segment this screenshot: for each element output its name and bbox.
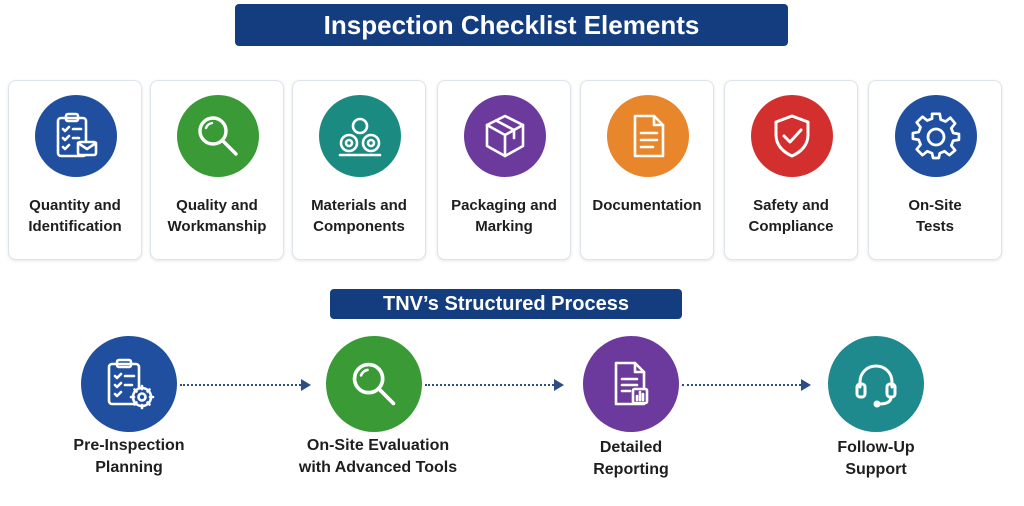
checklist-card-safety: Safety and Compliance xyxy=(724,80,858,260)
checklist-card-documentation: Documentation xyxy=(580,80,714,260)
shield-icon xyxy=(751,95,833,177)
checklist-label: Quantity and Identification xyxy=(28,197,122,235)
box-icon xyxy=(464,95,546,177)
flow-arrow xyxy=(180,379,311,391)
checklist-card-materials: Materials and Components xyxy=(292,80,426,260)
report-icon xyxy=(583,336,679,432)
headset-icon xyxy=(828,336,924,432)
checklist-label: On-Site Tests xyxy=(908,197,962,235)
process-step-label: On-Site Evaluation with Advanced Tools xyxy=(298,437,458,476)
magnifier-icon xyxy=(326,336,422,432)
checklist-card-tests: On-Site Tests xyxy=(868,80,1002,260)
clipboard-mail-icon xyxy=(35,95,117,177)
clipboard-gear-icon xyxy=(81,336,177,432)
process-step-label: Pre-Inspection Planning xyxy=(73,437,185,476)
page-title: Inspection Checklist Elements xyxy=(235,4,788,46)
checklist-card-quantity: Quantity and Identification xyxy=(8,80,142,260)
checklist-label: Safety and Compliance xyxy=(748,197,834,235)
gear-icon xyxy=(895,95,977,177)
magnifier-icon xyxy=(177,95,259,177)
materials-icon xyxy=(319,95,401,177)
flow-arrow xyxy=(425,379,564,391)
checklist-label: Documentation xyxy=(592,197,702,214)
document-icon xyxy=(607,95,689,177)
process-step-label: Detailed Reporting xyxy=(593,439,669,478)
checklist-label: Packaging and Marking xyxy=(451,197,557,235)
checklist-label: Quality and Workmanship xyxy=(167,197,267,235)
checklist-card-quality: Quality and Workmanship xyxy=(150,80,284,260)
process-title: TNV’s Structured Process xyxy=(330,289,682,319)
checklist-card-packaging: Packaging and Marking xyxy=(437,80,571,260)
flow-arrow xyxy=(682,379,811,391)
process-step-label: Follow-Up Support xyxy=(837,439,915,478)
checklist-label: Materials and Components xyxy=(311,197,407,235)
